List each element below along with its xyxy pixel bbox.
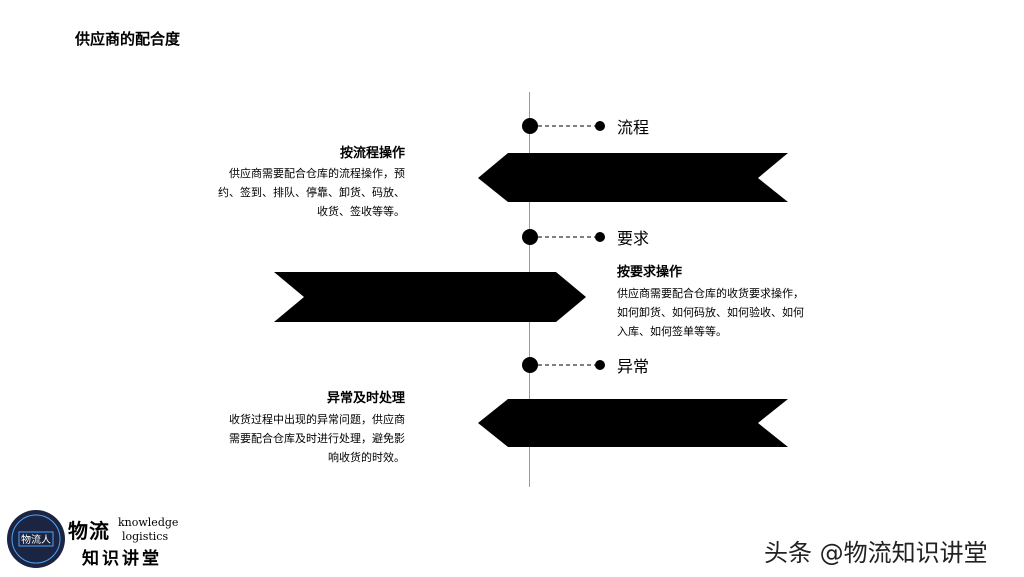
node-label-3: 异常 — [617, 357, 650, 376]
logo-en-logistics: logistics — [122, 530, 169, 543]
logo-cn: 物流 — [68, 519, 110, 543]
page-title: 供应商的配合度 — [75, 30, 181, 48]
block-title-3: 异常及时处理 — [326, 391, 405, 406]
node-label-2: 要求 — [617, 229, 650, 248]
block-title-2: 按要求操作 — [617, 265, 683, 280]
block-desc-3: 收货过程中出现的异常问题，供应商 需要配合仓库及时进行处理，避免影 响收货的时效… — [229, 413, 405, 464]
block-desc-2: 供应商需要配合仓库的收货要求操作， 如何卸货、如何码放、如何验收、如何 入库、如… — [617, 287, 804, 338]
arrow-shape-1 — [478, 153, 788, 202]
arrow-shape-2 — [274, 272, 586, 322]
watermark: 头条 @物流知识讲堂 — [764, 539, 988, 567]
node-1 — [522, 118, 605, 134]
node-label-1: 流程 — [617, 118, 650, 137]
logo-badge-icon: 物流人 — [7, 510, 65, 568]
block-title-1: 按流程操作 — [339, 146, 405, 161]
block-desc-1: 供应商需要配合仓库的流程操作，预 约、签到、排队、停靠、卸货、码放、 收货、签收… — [218, 167, 405, 218]
node-2 — [522, 229, 605, 245]
logo-badge-text: 物流人 — [21, 533, 51, 546]
logo-cn-subtitle: 知识讲堂 — [82, 549, 162, 569]
logo-en-knowledge: knowledge — [118, 516, 179, 529]
node-3 — [522, 357, 605, 373]
arrow-shape-3 — [478, 399, 788, 447]
